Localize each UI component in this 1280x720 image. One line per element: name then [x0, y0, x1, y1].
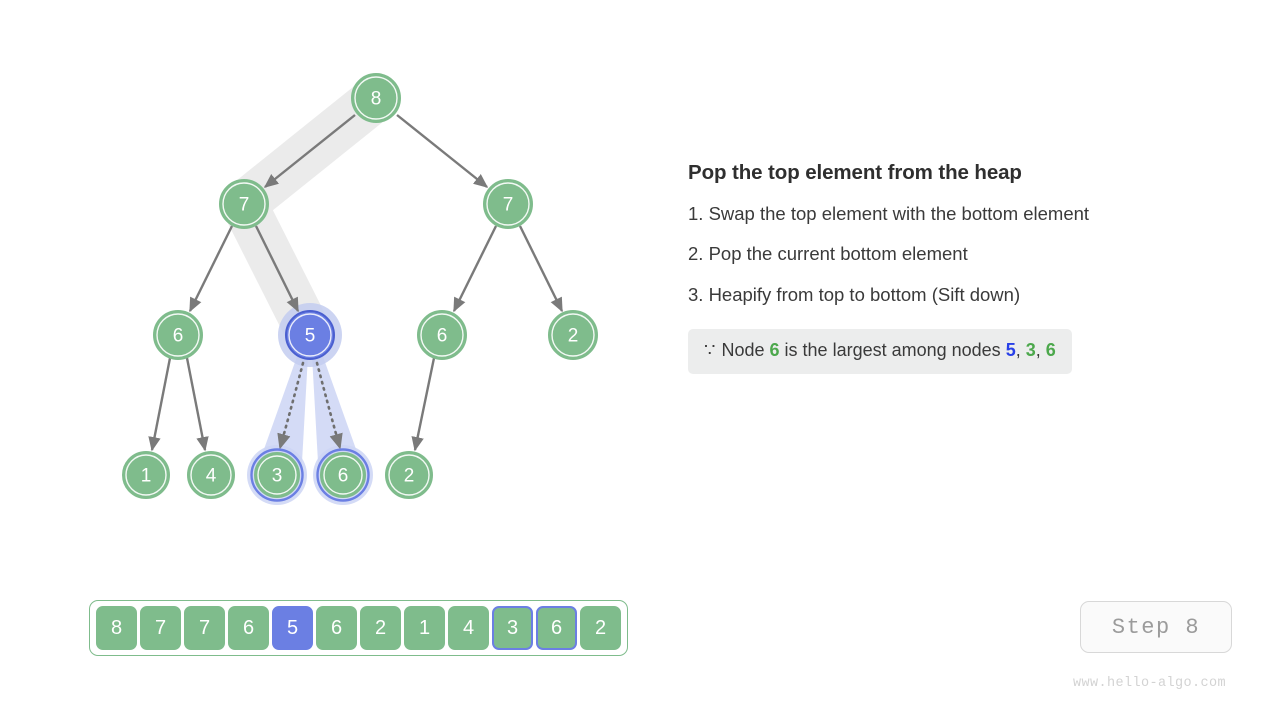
blue-ring-n10 [316, 448, 370, 502]
note-candidate-2: 6 [1045, 340, 1056, 361]
array-cell-5[interactable]: 6 [316, 606, 357, 650]
step-1-text: 1. Swap the top element with the bottom … [688, 202, 1090, 224]
page-title: Pop the top element from the heap [688, 161, 1022, 184]
array-cell-3[interactable]: 6 [228, 606, 269, 650]
array-cell-10[interactable]: 6 [536, 606, 577, 650]
edge-n2-n5 [452, 225, 498, 313]
note-text-1: Node [721, 340, 765, 361]
heap-array: 8 7 7 6 5 6 2 1 4 3 6 2 [89, 600, 628, 656]
tree-node-n1[interactable]: 7 [219, 179, 269, 229]
note-sep-0: , [1015, 340, 1026, 361]
tree-node-label: 1 [141, 466, 152, 487]
tree-node-label: 2 [568, 326, 579, 347]
tree-node-n2[interactable]: 7 [483, 179, 533, 229]
step-2-text: 2. Pop the current bottom element [688, 243, 968, 265]
tree-node-label: 6 [437, 326, 448, 347]
explanation-panel: Pop the top element from the heap 1. Swa… [688, 160, 1228, 374]
tree-node-n9[interactable]: 3 [254, 452, 300, 498]
tree-node-n7[interactable]: 1 [122, 451, 170, 499]
tree-node-label: 8 [371, 89, 382, 110]
array-cell-4[interactable]: 5 [272, 606, 313, 650]
because-symbol: ∵ [704, 340, 717, 361]
array-cell-6[interactable]: 2 [360, 606, 401, 650]
tree-node-label: 2 [404, 466, 415, 487]
array-cell-8[interactable]: 4 [448, 606, 489, 650]
edge-n1-n4 [254, 225, 300, 313]
edge-n5-n11 [411, 357, 436, 452]
edge-n2-n6 [518, 225, 564, 313]
array-cell-2[interactable]: 7 [184, 606, 225, 650]
reason-note: ∵ Node 6 is the largest among nodes 5, 3… [688, 329, 1072, 374]
tree-node-n8[interactable]: 4 [187, 451, 235, 499]
tree-node-label: 6 [173, 326, 184, 347]
note-node-value: 6 [769, 340, 780, 361]
tree-node-label: 6 [338, 466, 349, 487]
watermark: www.hello-algo.com [1073, 676, 1227, 691]
tree-node-n11[interactable]: 2 [385, 451, 433, 499]
note-sep-1: , [1035, 340, 1046, 361]
edge-n0-n1 [263, 114, 356, 188]
tree-node-n10[interactable]: 6 [320, 452, 366, 498]
array-cell-7[interactable]: 1 [404, 606, 445, 650]
tree-node-n4[interactable]: 5 [285, 310, 335, 360]
note-candidate-0: 5 [1005, 340, 1016, 361]
tree-node-label: 4 [206, 466, 217, 487]
edge-n3-n7 [148, 357, 172, 452]
step-3-text: 3. Heapify from top to bottom (Sift down… [688, 284, 1021, 306]
edge-n4-n9 [277, 361, 305, 450]
blue-ring-n9 [250, 448, 304, 502]
tree-node-label: 7 [239, 195, 250, 216]
tree-node-n5[interactable]: 6 [417, 310, 467, 360]
heap-tree-diagram: 8 7 7 6 5 6 2 [122, 73, 598, 505]
edge-n3-n8 [185, 357, 209, 452]
array-cell-11[interactable]: 2 [580, 606, 621, 650]
note-text-2: is the largest among nodes [784, 340, 1001, 361]
tree-node-label: 7 [503, 195, 514, 216]
note-candidate-1: 3 [1025, 340, 1036, 361]
array-cell-9[interactable]: 3 [492, 606, 533, 650]
array-cell-0[interactable]: 8 [96, 606, 137, 650]
tree-edges [148, 114, 564, 452]
array-cell-1[interactable]: 7 [140, 606, 181, 650]
tree-node-n3[interactable]: 6 [153, 310, 203, 360]
tree-node-n0[interactable]: 8 [351, 73, 401, 123]
edge-n1-n3 [188, 225, 234, 313]
tree-node-label: 3 [272, 466, 283, 487]
edge-n0-n2 [396, 114, 489, 188]
tree-node-n6[interactable]: 2 [548, 310, 598, 360]
step-badge: Step 8 [1080, 601, 1232, 653]
edge-n4-n10 [315, 361, 343, 450]
tree-node-label: 5 [305, 326, 316, 347]
